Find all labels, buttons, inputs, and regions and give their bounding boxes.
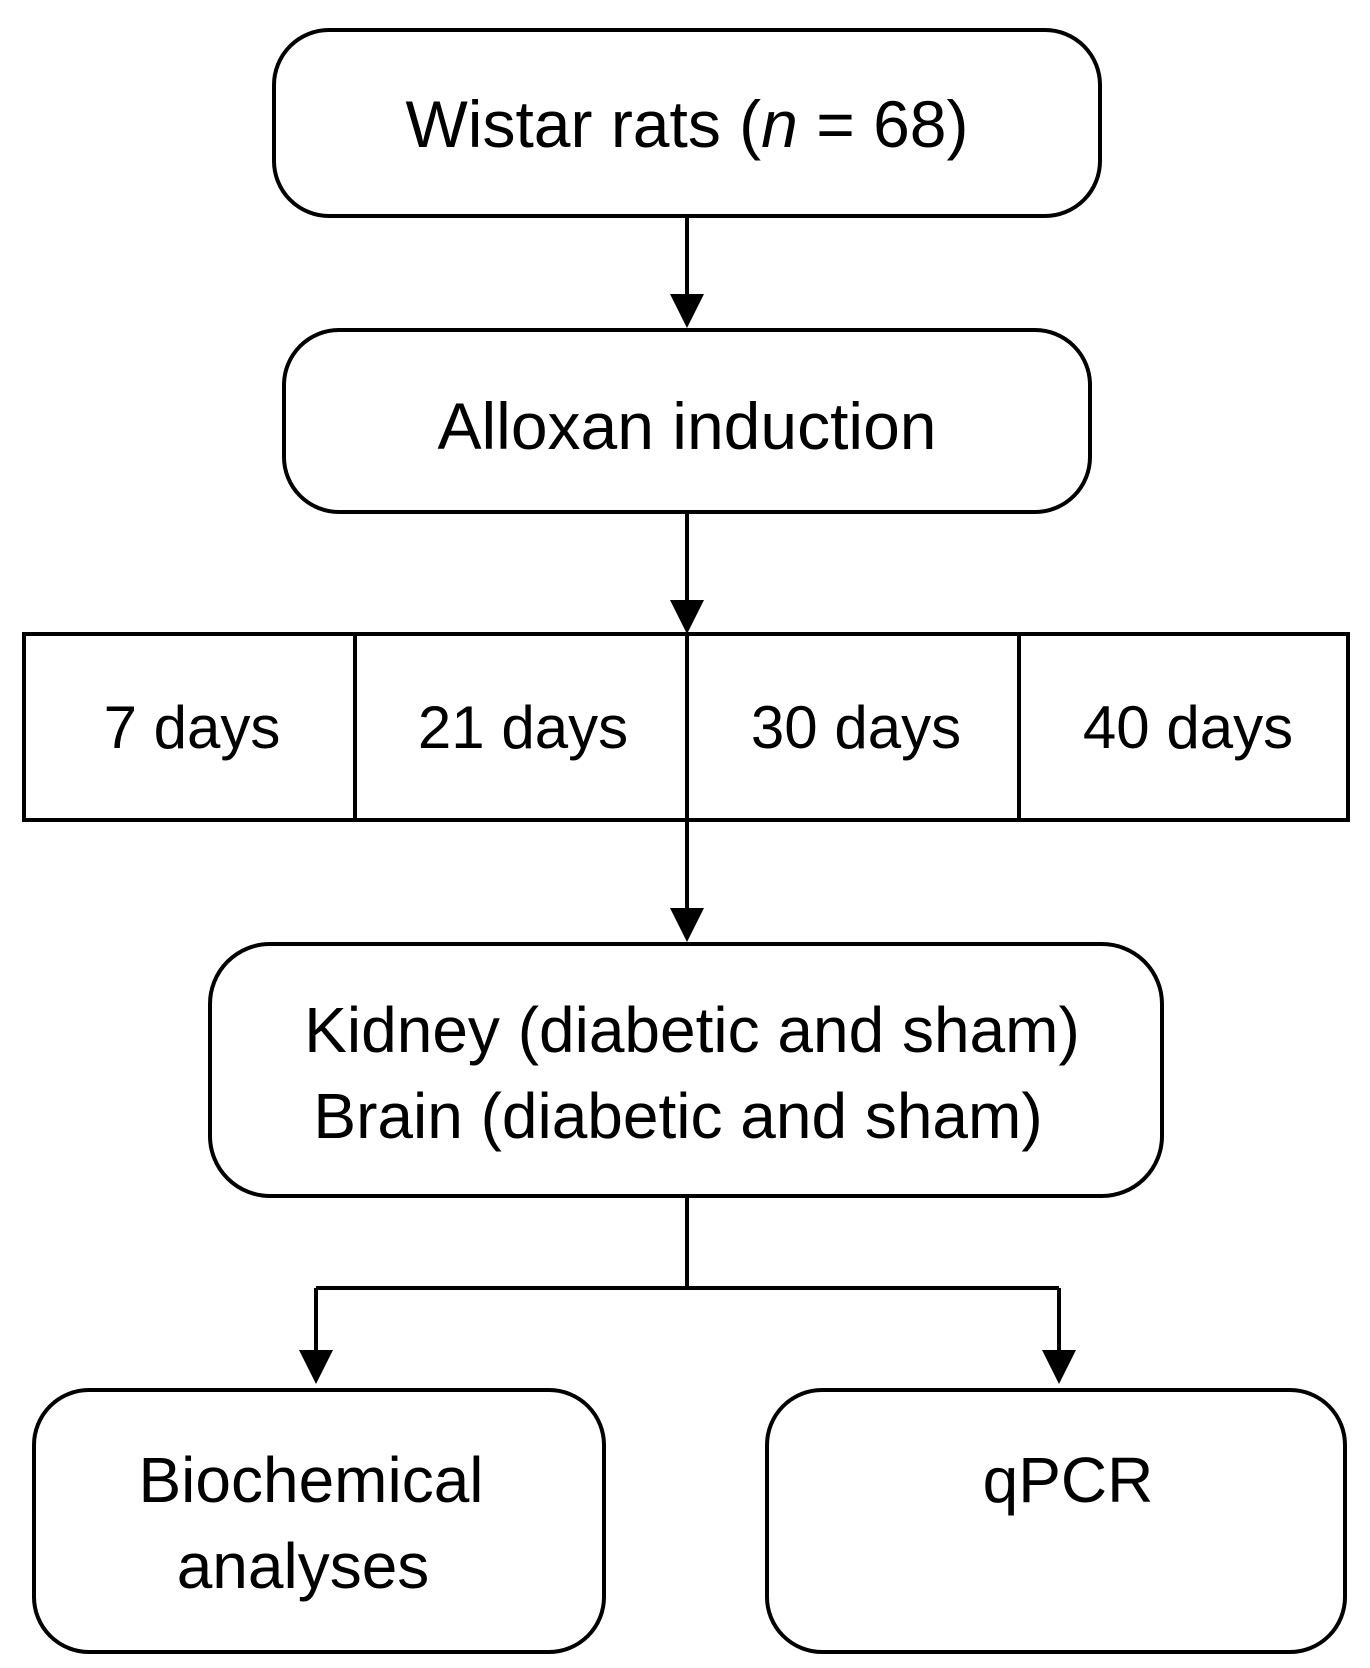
timepoint-21-days: 21 days [418, 694, 628, 761]
wistar-prefix: Wistar rats ( [406, 87, 762, 161]
node-wistar-rats: Wistar rats (n = 68) [272, 28, 1102, 218]
timepoint-7-days: 7 days [104, 694, 281, 761]
qpcr-label: qPCR [983, 1444, 1154, 1516]
timepoint-40-days: 40 days [1083, 694, 1293, 761]
arrow-alloxan-to-timepoints [670, 512, 704, 634]
samples-brain-line: Brain (diabetic and sham) [313, 1080, 1042, 1152]
node-samples: Kidney (diabetic and sham) Brain (diabet… [208, 942, 1164, 1198]
rat-count: 68 [873, 87, 946, 161]
node-qpcr: qPCR [765, 1388, 1347, 1654]
biochemical-line1: Biochemical [138, 1444, 483, 1516]
node-alloxan-induction: Alloxan induction [282, 328, 1092, 514]
arrowhead-biochemical [299, 1350, 333, 1384]
arrowhead-qpcr [1042, 1350, 1076, 1384]
arrow-wistar-to-alloxan [670, 216, 704, 328]
biochemical-line2: analyses [177, 1530, 430, 1602]
alloxan-label: Alloxan induction [438, 389, 937, 463]
timepoint-30-days: 30 days [751, 694, 961, 761]
node-biochemical-analyses: Biochemical analyses [32, 1388, 606, 1654]
arrow-timepoints-to-samples [670, 820, 704, 942]
n-symbol: n [761, 87, 798, 161]
wistar-suffix: ) [947, 87, 969, 161]
timepoints-row: 7 days 21 days 30 days 40 days [22, 632, 1350, 822]
split-connector [299, 1196, 1076, 1384]
wistar-rats-label: Wistar rats (n = 68) [406, 87, 969, 161]
samples-kidney-line: Kidney (diabetic and sham) [304, 994, 1080, 1066]
equals-sign: = [798, 87, 873, 161]
